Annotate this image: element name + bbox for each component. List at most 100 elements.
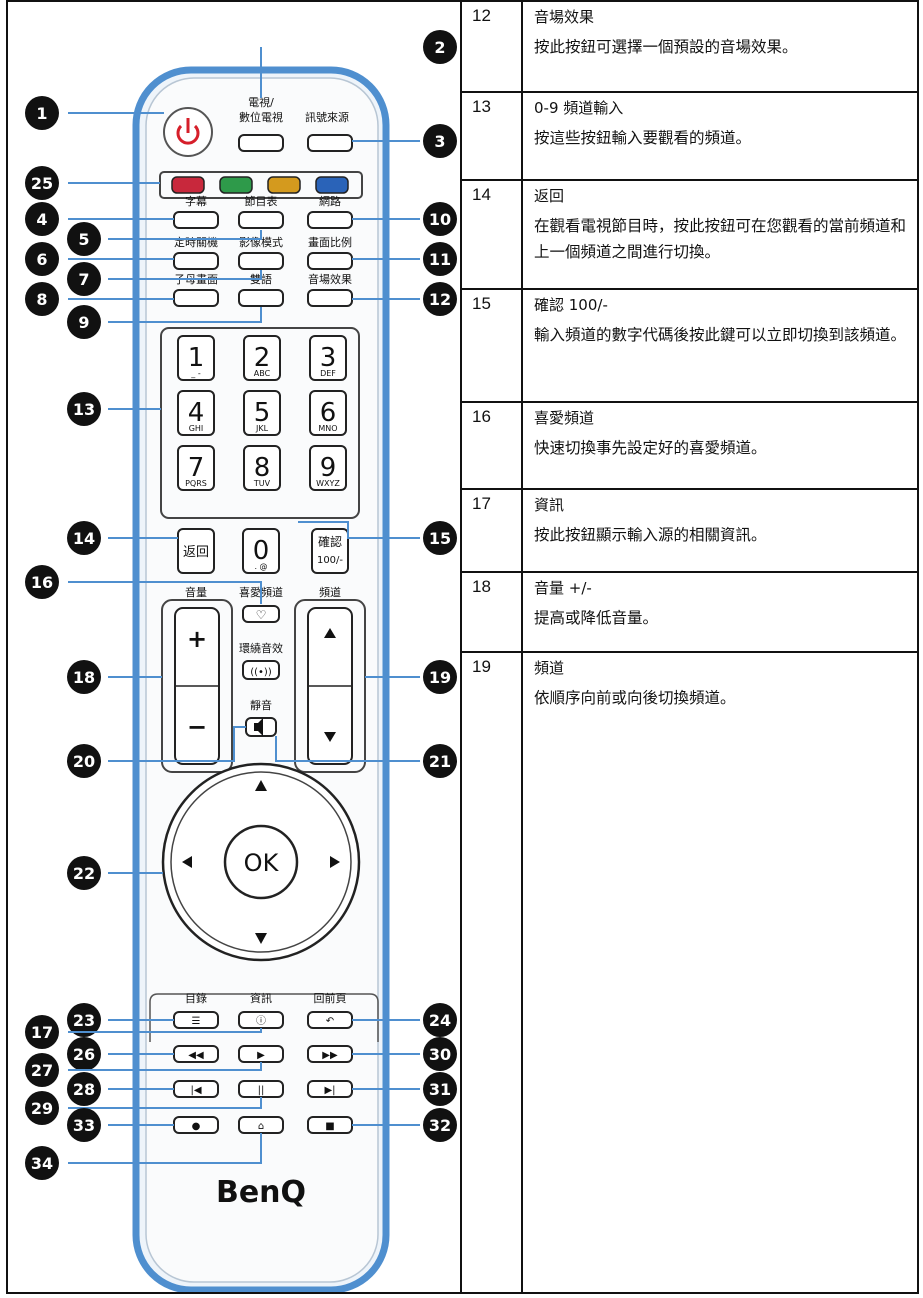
row-divider [521, 653, 523, 1292]
callout-line-5 [108, 230, 262, 240]
surround-icon: ((•)) [250, 667, 272, 678]
back-label: 返回 [183, 545, 209, 560]
next-icon: ▶| [324, 1085, 335, 1096]
mute-icon [254, 718, 263, 736]
row-divider [521, 403, 523, 488]
confirm-button [311, 528, 349, 574]
ok-label: OK [244, 849, 280, 877]
digit-4: 4 [188, 398, 205, 428]
letters-8: TUV [253, 479, 271, 488]
callout-line-16 [68, 581, 262, 604]
callout-badge-7 [67, 262, 101, 296]
callout-number-7: 7 [78, 270, 89, 289]
callout-number-32: 32 [429, 1116, 451, 1135]
number-key-1 [177, 335, 215, 381]
aspect-ratio-button [307, 252, 353, 270]
letters-4: GHI [189, 424, 204, 433]
network-button [307, 211, 353, 229]
color-keys-group [159, 171, 363, 199]
digit-7: 7 [188, 453, 205, 483]
number-key-6 [309, 390, 347, 436]
callout-number-20: 20 [73, 752, 95, 771]
color-key-1 [171, 176, 205, 194]
dpad-left-icon [182, 856, 192, 868]
row-description: 按這些按鈕輸入要觀看的頻道。 [534, 129, 752, 147]
callout-badge-13 [67, 392, 101, 426]
callout-number-19: 19 [429, 668, 451, 687]
callout-badge-32 [423, 1108, 457, 1142]
callout-badge-27 [25, 1053, 59, 1087]
playback-area-outline [149, 993, 379, 1042]
callout-number-8: 8 [36, 290, 47, 309]
callout-number-11: 11 [429, 250, 451, 269]
callout-line-34 [68, 1133, 262, 1164]
callout-number-23: 23 [73, 1011, 95, 1030]
callout-badge-2 [423, 30, 457, 64]
callout-number-14: 14 [73, 529, 95, 548]
volume-label: 音量 [185, 585, 207, 599]
dpad-up-icon [255, 780, 267, 791]
callout-line-21 [275, 736, 420, 762]
picture-mode-button [238, 252, 284, 270]
callout-number-2: 2 [434, 38, 445, 57]
callout-badge-23 [67, 1003, 101, 1037]
callout-badge-28 [67, 1072, 101, 1106]
surround-label: 環繞音效 [239, 641, 283, 655]
callout-badge-16 [25, 565, 59, 599]
callout-badge-5 [67, 222, 101, 256]
row-description: 按此按鈕顯示輸入源的相關資訊。 [534, 526, 767, 544]
callout-number-27: 27 [31, 1061, 53, 1080]
letters-7: PQRS [185, 479, 207, 488]
callout-number-22: 22 [73, 864, 95, 883]
tv-dtv-label-line1: 電視/ [248, 95, 274, 109]
number-key-5 [243, 390, 281, 436]
callout-badge-3 [423, 124, 457, 158]
callout-number-28: 28 [73, 1080, 95, 1099]
heart-icon: ♡ [256, 608, 267, 622]
row-divider [521, 93, 523, 179]
fast-forward-icon: ▶▶ [322, 1050, 338, 1061]
callout-badge-21 [423, 744, 457, 778]
dual-audio-button [238, 289, 284, 307]
callout-badge-24 [423, 1003, 457, 1037]
callout-badge-19 [423, 660, 457, 694]
mute-label: 靜音 [250, 698, 272, 712]
subtitle-label: 字幕 [185, 194, 207, 208]
callout-badge-12 [423, 282, 457, 316]
callout-badge-15 [423, 521, 457, 555]
letters-5: JKL [255, 424, 269, 433]
color-key-2 [219, 176, 253, 194]
callout-number-3: 3 [434, 132, 445, 151]
row-title: 喜愛頻道 [534, 409, 595, 427]
callout-badge-20 [67, 744, 101, 778]
dpad-right-icon [330, 856, 340, 868]
row-number: 16 [472, 407, 491, 426]
callout-badge-6 [25, 242, 59, 276]
callout-badge-22 [67, 856, 101, 890]
return-label: 回前頁 [314, 991, 347, 1005]
digit-2: 2 [254, 343, 271, 373]
column-divider [460, 2, 462, 1292]
callout-number-6: 6 [36, 250, 47, 269]
digit-3: 3 [320, 343, 337, 373]
previous-icon: |◀ [190, 1085, 201, 1096]
pause-icon: || [258, 1085, 265, 1096]
row-title: 0-9 頻道輸入 [534, 99, 624, 117]
info-label: 資訊 [250, 991, 272, 1005]
row-number: 18 [472, 577, 491, 596]
callout-number-33: 33 [73, 1116, 95, 1135]
sound-effect-button [307, 289, 353, 307]
channel-up-icon [324, 628, 336, 638]
callout-number-25: 25 [31, 174, 53, 193]
pip-button [173, 289, 219, 307]
callout-number-21: 21 [429, 752, 451, 771]
return-icon: ↶ [326, 1016, 334, 1027]
callout-line-27 [68, 1062, 262, 1071]
row-divider [521, 181, 523, 288]
sleep-timer-label: 定時關機 [174, 235, 218, 249]
